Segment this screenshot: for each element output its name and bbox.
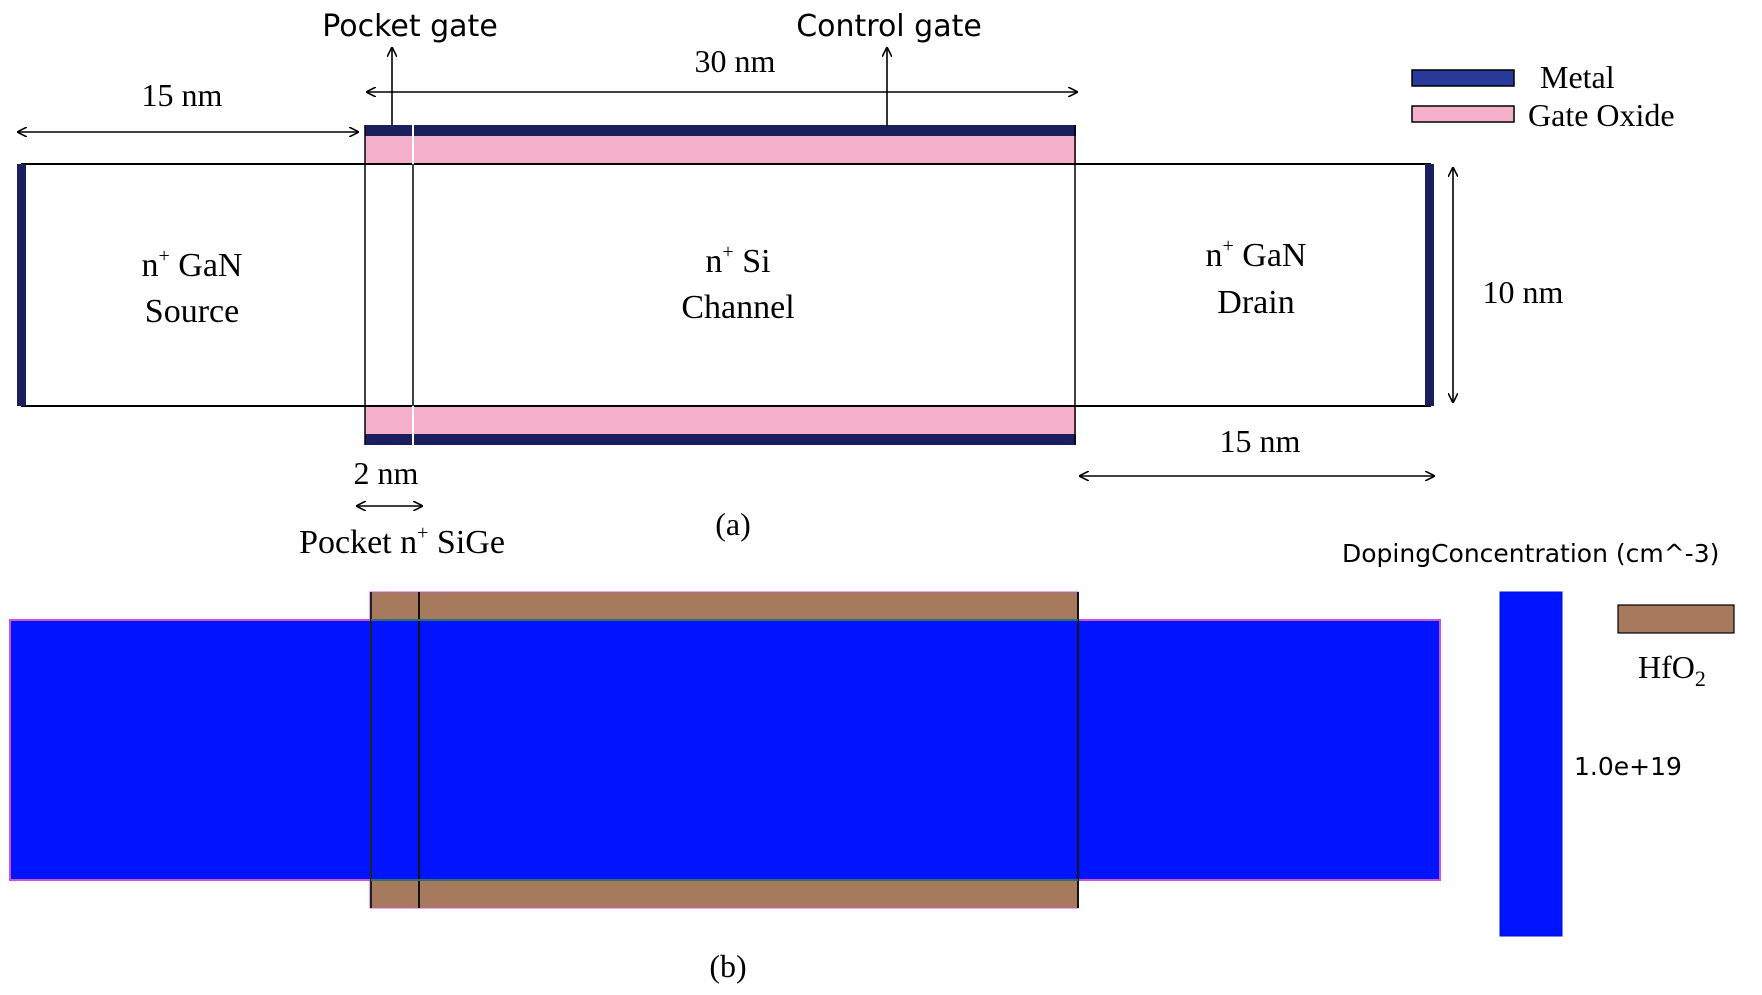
caption-a: (a) [715, 506, 751, 542]
source-contact [17, 164, 26, 406]
pocket-length-label: 2 nm [354, 455, 419, 491]
bottom-metal-gate [365, 434, 1076, 445]
drain-length-label: 15 nm [1220, 423, 1301, 459]
doping-legend-title: DopingConcentration (cm^-3) [1342, 539, 1719, 568]
part-b-simulation: DopingConcentration (cm^-3) 1.0e+19 HfO2… [9, 539, 1735, 984]
legend-metal-label: Metal [1540, 59, 1615, 95]
drain-name: Drain [1217, 284, 1294, 321]
channel-label: n+ Si [705, 241, 770, 280]
hfo2-legend-swatch [1617, 604, 1735, 634]
channel-name: Channel [681, 289, 794, 326]
source-name: Source [145, 293, 239, 330]
colorbar-value: 1.0e+19 [1574, 752, 1682, 781]
doped-body [9, 619, 1441, 881]
hfo2-bottom [369, 879, 1079, 909]
control-gate-label: Control gate [796, 9, 982, 44]
source-label: n+ GaN [142, 245, 243, 284]
pocket-region-label: Pocket n+ SiGe [299, 522, 505, 561]
source-length-label: 15 nm [142, 77, 223, 113]
part-a-diagram: n+ GaN Source n+ Si Channel n+ GaN Drain… [17, 9, 1675, 561]
legend-metal-swatch [1411, 69, 1515, 87]
bottom-gate-oxide [365, 406, 1076, 434]
top-gate-oxide [365, 136, 1076, 164]
hfo2-legend-label: HfO2 [1638, 649, 1706, 691]
hfo2-top [369, 591, 1079, 621]
legend-oxide-label: Gate Oxide [1528, 97, 1675, 133]
drain-contact [1425, 164, 1434, 406]
pocket-gate-label: Pocket gate [322, 9, 498, 44]
drain-label: n+ GaN [1206, 235, 1307, 274]
top-metal-gate [365, 125, 1076, 136]
caption-b: (b) [709, 948, 746, 984]
gate-length-label: 30 nm [695, 43, 776, 79]
thickness-label: 10 nm [1483, 274, 1564, 310]
doping-colorbar [1499, 591, 1563, 937]
legend-oxide-swatch [1411, 105, 1515, 123]
